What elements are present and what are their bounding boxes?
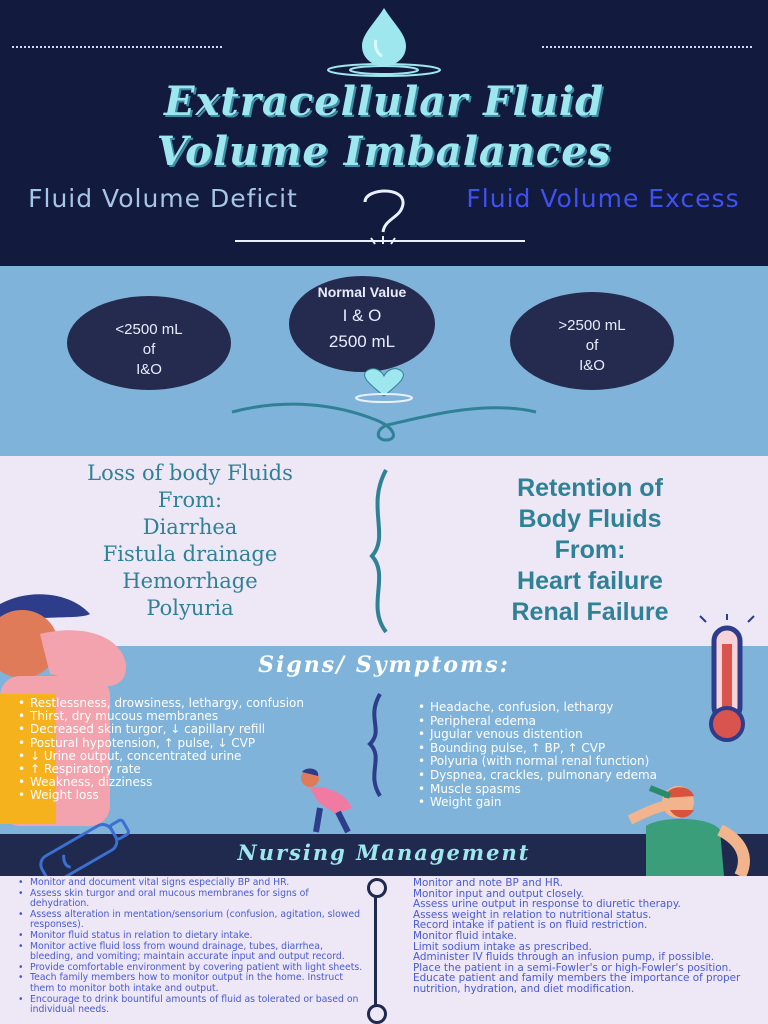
list-item: Limit sodium intake as prescribed. [413,940,592,953]
list-item: Weight loss [18,789,338,803]
list-item: Monitor input and output closely. [413,887,584,900]
list-item: Monitor fluid status in relation to diet… [18,930,368,942]
deficit-cause-line: From: [157,488,223,512]
normal-value-circle: Normal Value I & O 2500 mL [289,276,435,372]
deficit-cause-line: Hemorrhage [122,569,258,593]
list-item: Assess skin turgor and oral mucous membr… [18,888,368,910]
excess-signs-list: Headache, confusion, lethargy Peripheral… [418,700,718,810]
deficit-value-io: I&O [136,361,162,378]
list-item: Weight gain [418,796,718,810]
timeline-divider [374,882,377,1014]
list-item: Monitor fluid intake. [413,929,517,942]
deficit-signs-list: Restlessness, drowsiness, lethargy, conf… [18,696,338,803]
drinking-man-illustration [627,785,750,876]
list-item: Jugular venous distention [418,728,718,742]
deficit-value: <2500 mL [115,321,183,338]
deficit-value-of: of [142,341,156,358]
normal-value-title: Normal Value [317,284,407,300]
list-item: Monitor and note BP and HR. [413,877,563,889]
list-item: Teach family members how to monitor outp… [18,972,368,994]
water-drop-icon [327,8,441,77]
timeline-dot [367,878,387,898]
excess-cause-line: Retention of [517,474,663,502]
causes-section [0,456,768,646]
dotted-divider-right [542,46,752,48]
nursing-title: Nursing Management [237,840,531,865]
list-item: Restlessness, drowsiness, lethargy, conf… [18,696,338,710]
heart-swirl-icon [231,368,537,442]
excess-value-of: of [585,337,599,354]
list-item: Assess alteration in mentation/sensorium… [18,909,368,931]
header-divider [235,240,525,242]
nursing-header [0,834,768,876]
normal-value-amount: 2500 mL [328,332,396,351]
timeline-dot [367,1004,387,1024]
list-item: Place the patient in a semi-Fowler's or … [413,961,732,974]
excess-value: >2500 mL [558,317,626,334]
list-item: Assess urine output in response to diure… [413,898,681,911]
bracket-divider-icon [367,692,382,798]
excess-causes: Retention of Body Fluids From: Heart fai… [430,473,750,628]
deficit-nursing-list: Monitor and document vital signs especia… [18,877,368,1016]
list-item: Assess weight in relation to nutritional… [413,908,652,921]
deficit-value-circle: <2500 mL of I&O [67,296,231,390]
normal-value-io: I & O [342,306,382,325]
list-item: ↓ Urine output, concentrated urine [18,749,338,763]
deficit-cause-line: Diarrhea [142,515,238,539]
page-title-line1: Extracellular Fluid [163,78,605,125]
list-item: Postural hypotension, ↑ pulse, ↓ CVP [18,736,338,750]
list-item: ↑ Respiratory rate [18,762,338,776]
list-item: Thirst, dry mucous membranes [18,710,338,724]
list-item: Muscle spasms [418,782,718,797]
deficit-cause-line: Fistula drainage [102,542,278,566]
excess-nursing-list: Monitor and note BP and HR. Monitor inpu… [413,878,765,995]
excess-cause-line: Renal Failure [511,598,669,626]
excess-heading: Fluid Volume Excess [466,184,740,213]
dotted-divider-left [12,46,222,48]
bracket-divider-icon [369,469,388,634]
thermometer-icon [699,614,755,742]
water-bottle-icon [39,818,130,882]
list-item: Decreased skin turgor, ↓ capillary refil… [18,723,338,737]
page-title-line2: Volume Imbalances [156,128,612,175]
excess-cause-line: From: [554,536,626,564]
excess-cause-line: Body Fluids [518,505,662,533]
excess-cause-line: Heart failure [517,567,663,595]
list-item: Polyuria (with normal renal function) [418,755,718,769]
question-mark-icon [363,189,405,245]
tired-person-illustration [301,768,352,834]
list-item: Headache, confusion, lethargy [418,700,718,715]
list-item: Monitor and document vital signs especia… [18,877,368,889]
list-item: Peripheral edema [418,714,718,729]
list-item: Weakness, dizziness [18,776,338,790]
signs-title: Signs/ Symptoms: [258,652,510,678]
deficit-cause-line: Loss of body Fluids [87,461,293,485]
deficit-causes: Loss of body Fluids From: Diarrhea Fistu… [20,460,360,622]
deficit-heading: Fluid Volume Deficit [28,184,298,213]
list-item: Provide comfortable environment by cover… [18,962,368,974]
deficit-cause-line: Polyuria [146,596,234,620]
list-item: Record intake if patient is on fluid res… [413,919,648,932]
list-item: Encourage to drink bountiful amounts of … [18,994,368,1016]
list-item: Bounding pulse, ↑ BP, ↑ CVP [418,741,718,756]
excess-value-circle: >2500 mL of I&O [510,292,674,390]
excess-value-io: I&O [579,357,605,374]
list-item: Educate patient and family members the i… [413,972,741,995]
list-item: Dyspnea, crackles, pulmonary edema [418,768,718,783]
list-item: Monitor active fluid loss from wound dra… [18,941,368,963]
list-item: Administer IV fluids through an infusion… [413,951,715,964]
